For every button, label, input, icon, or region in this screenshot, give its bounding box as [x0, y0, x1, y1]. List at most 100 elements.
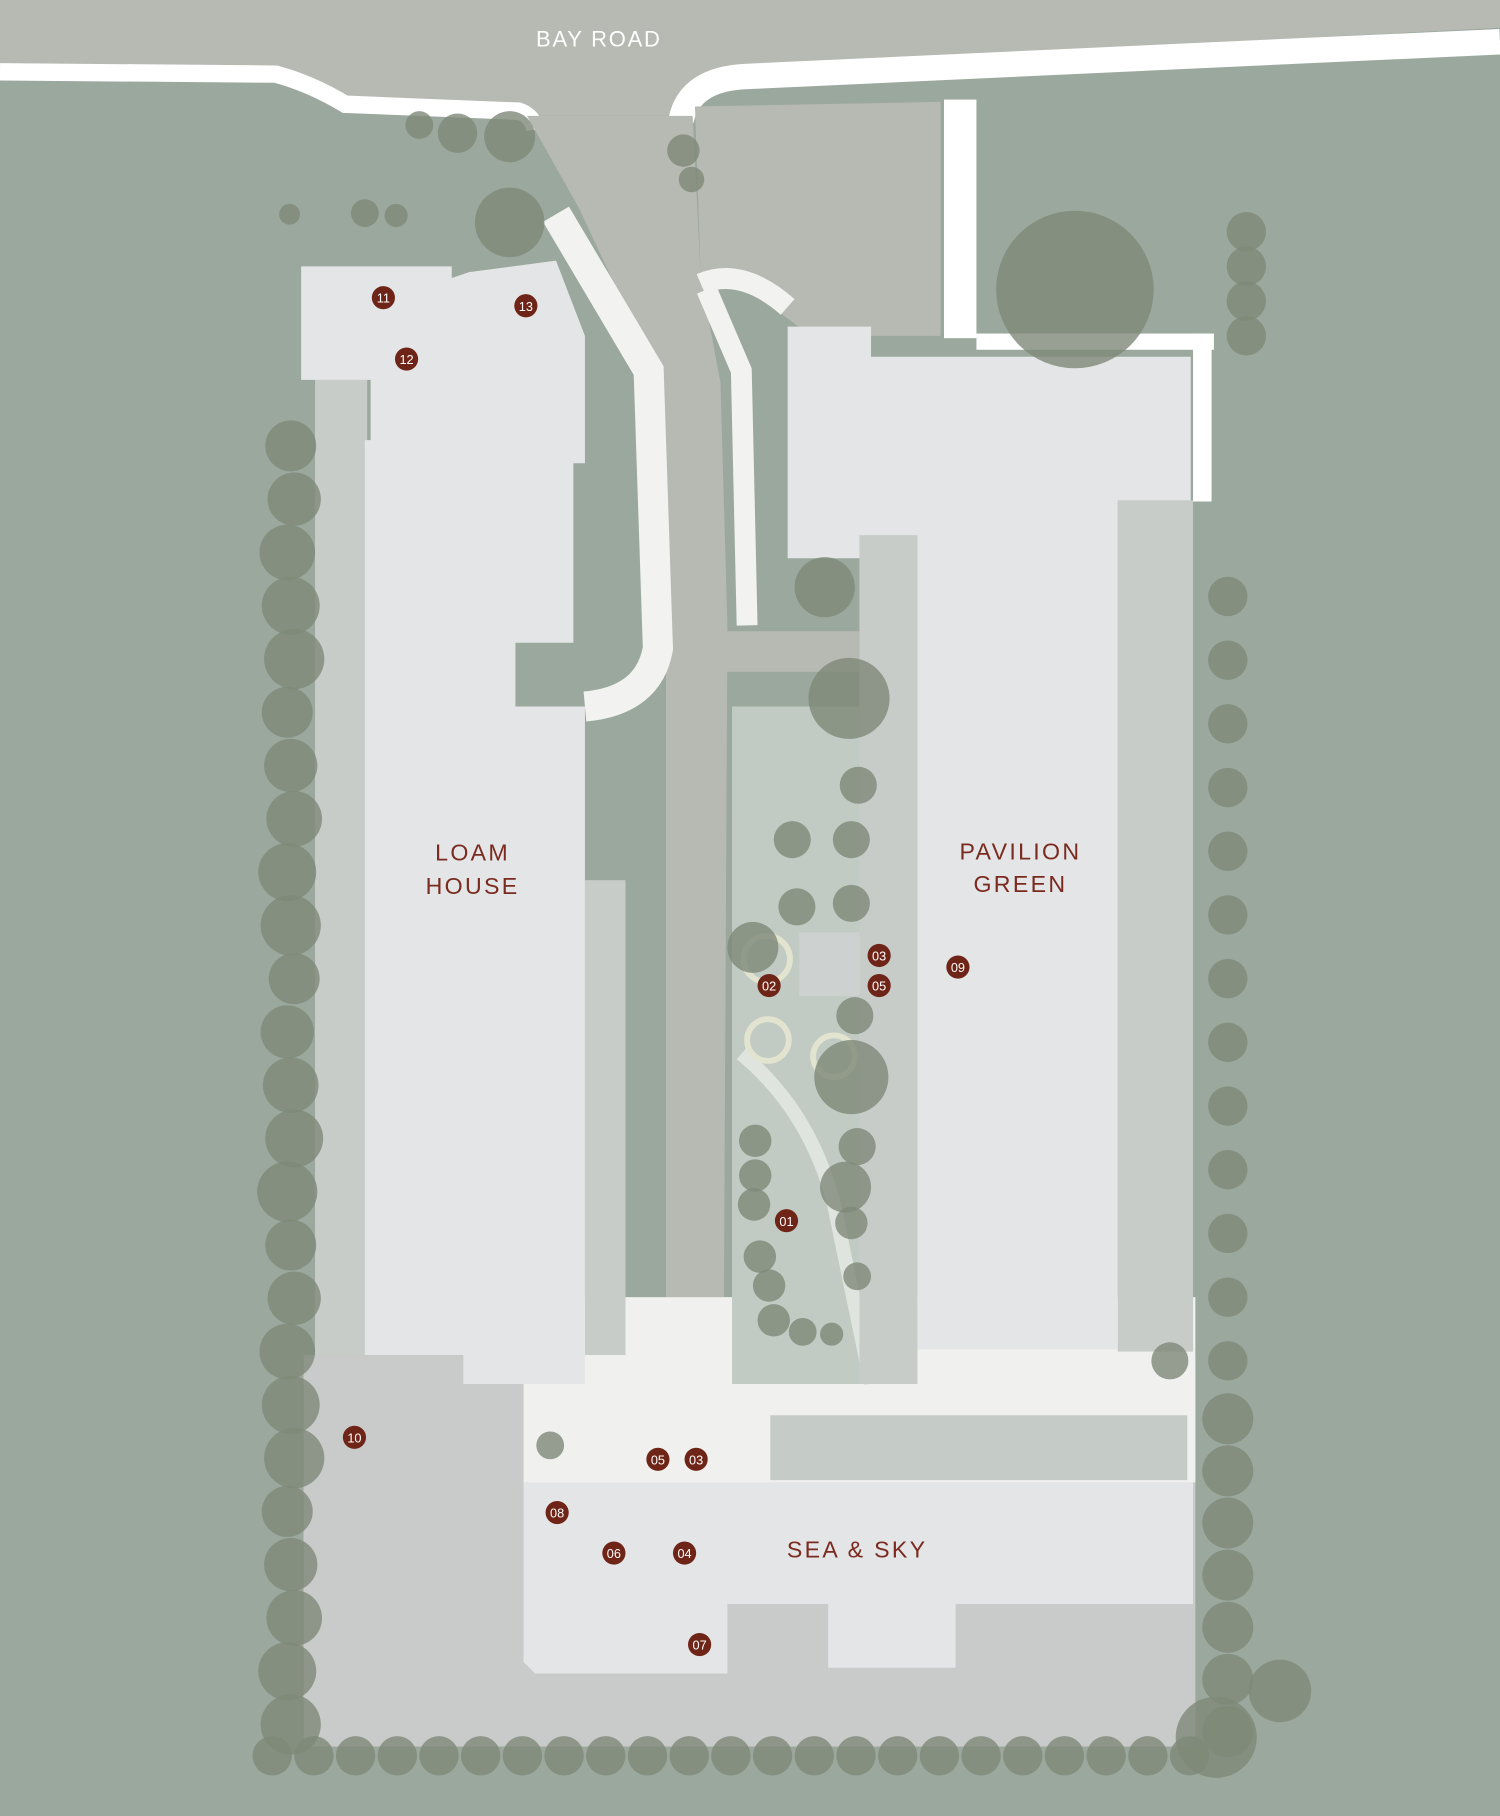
loam-house-building [301, 260, 585, 1385]
marker-number: 13 [519, 299, 533, 314]
tree-icon [843, 1262, 872, 1291]
amenity-marker-13[interactable]: 13 [514, 294, 538, 318]
tree-icon [1208, 576, 1248, 617]
tree-icon [1175, 1696, 1257, 1778]
marker-number: 06 [607, 1546, 621, 1561]
amenity-marker-11[interactable]: 11 [371, 286, 395, 310]
loam-paving-east [584, 880, 626, 1356]
tree-icon [264, 1538, 318, 1592]
tree-icon [474, 187, 545, 258]
tree-icon [265, 1219, 317, 1271]
tree-icon [1226, 316, 1267, 356]
tree-icon [961, 1736, 1001, 1776]
tree-icon [405, 111, 434, 139]
sidewalk-drive-left [543, 206, 674, 722]
marker-circle [342, 1425, 367, 1449]
tree-icon [832, 821, 870, 859]
tree-icon [835, 1206, 868, 1240]
marker-circle [514, 294, 538, 318]
tree-icon [877, 1736, 918, 1776]
marker-circle [774, 1209, 799, 1233]
tree-icon [820, 1322, 844, 1346]
bay-road-label: BAY ROAD [536, 26, 662, 51]
tree-icon [259, 524, 316, 581]
amenity-marker-12[interactable]: 12 [394, 347, 419, 371]
tree-icon [258, 843, 317, 902]
tree-icon [257, 1161, 318, 1222]
amenity-marker-05[interactable]: 05 [646, 1447, 670, 1471]
tree-icon [836, 1736, 876, 1776]
marker-circle [684, 1447, 708, 1471]
amenity-marker-03[interactable]: 03 [684, 1447, 708, 1471]
tree-icon [335, 1736, 376, 1776]
tree-icon [261, 686, 313, 738]
amenity-marker-05[interactable]: 05 [867, 974, 891, 998]
tree-icon [544, 1736, 584, 1776]
tree-icon [1208, 1213, 1248, 1254]
sea-and-sky-building [523, 1482, 1194, 1674]
tree-icon [1202, 1601, 1254, 1653]
tree-icon [1208, 1150, 1248, 1190]
tree-icon [259, 1323, 316, 1380]
tree-icon [1208, 767, 1248, 808]
tree-icon [820, 1161, 872, 1213]
marker-number: 04 [677, 1546, 691, 1561]
tree-icon [752, 1736, 793, 1776]
tree-icon [757, 1304, 790, 1337]
tree-icon [266, 791, 323, 847]
loam-paving [315, 379, 368, 1356]
amenity-marker-06[interactable]: 06 [602, 1541, 626, 1565]
tree-icon [586, 1736, 626, 1776]
tree-icon [260, 895, 321, 956]
tree-icon [502, 1736, 543, 1776]
amenity-marker-08[interactable]: 08 [545, 1500, 569, 1525]
marker-circle [688, 1633, 712, 1657]
tree-icon [1202, 1497, 1254, 1549]
tree-icon [996, 210, 1154, 369]
tree-icon [384, 203, 408, 227]
amenity-marker-09[interactable]: 09 [946, 955, 970, 979]
bay-road [0, 0, 1500, 116]
tree-icon [1208, 704, 1248, 744]
amenity-marker-07[interactable]: 07 [688, 1633, 712, 1657]
amenity-marker-03[interactable]: 03 [867, 943, 891, 968]
tree-icon [265, 1109, 324, 1168]
courtyard-ring [744, 1016, 792, 1064]
tree-icon [279, 203, 300, 225]
tree-icon [1202, 1653, 1254, 1705]
marker-circle [394, 347, 419, 371]
marker-number: 01 [779, 1214, 793, 1229]
tree-icon [264, 738, 318, 793]
tree-icon [778, 888, 816, 926]
marker-number: 03 [872, 949, 886, 964]
marker-number: 05 [651, 1452, 665, 1467]
amenity-marker-04[interactable]: 04 [672, 1541, 697, 1565]
tree-icon [267, 472, 321, 526]
amenity-marker-10[interactable]: 10 [342, 1425, 367, 1449]
tree-icon [1208, 1022, 1248, 1063]
marker-number: 08 [550, 1506, 564, 1521]
marker-number: 12 [399, 352, 413, 367]
tree-icon [669, 1736, 709, 1776]
tree-icon [1208, 958, 1248, 999]
tree-icon [1202, 1393, 1254, 1445]
tree-icon [667, 134, 700, 167]
tree-icon [377, 1736, 417, 1776]
tree-icon [264, 1428, 325, 1489]
tree-icon [484, 111, 536, 163]
tree-icon [265, 420, 317, 472]
tree-icon [1226, 211, 1267, 252]
tree-icon [808, 657, 890, 739]
tree-icon [836, 997, 874, 1035]
tree-icon [267, 1271, 321, 1325]
marker-number: 03 [689, 1452, 703, 1467]
sidewalk-vertical [944, 99, 977, 339]
tree-icon [832, 884, 870, 922]
marker-number: 11 [377, 291, 390, 306]
amenity-marker-02[interactable]: 02 [757, 974, 781, 998]
tree-icon [1202, 1445, 1254, 1497]
driveway [527, 115, 728, 1298]
tree-icon [773, 821, 811, 859]
amenity-marker-01[interactable]: 01 [774, 1209, 799, 1233]
tree-icon [264, 628, 325, 690]
